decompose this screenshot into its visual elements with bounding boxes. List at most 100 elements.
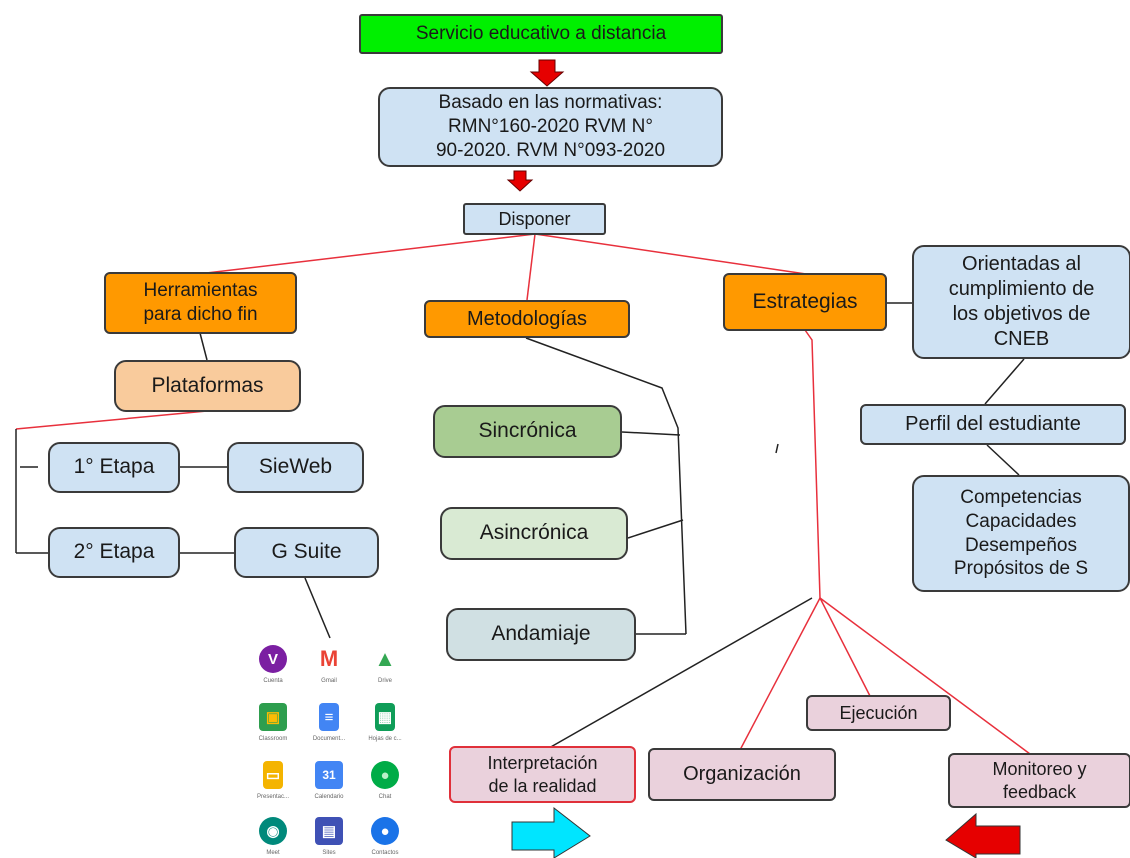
title-text: Servicio educativo a distancia xyxy=(415,23,667,45)
link-spine-ejecucion xyxy=(819,597,871,697)
app-docs[interactable]: ≡ Document... xyxy=(301,703,357,742)
sheets-icon: ▦ xyxy=(375,703,395,731)
etapa2-text: 2° Etapa xyxy=(73,540,155,564)
ejecucion-text: Ejecución xyxy=(839,702,918,723)
estrategias-box: Estrategias xyxy=(723,273,887,331)
asincronica-text: Asincrónica xyxy=(479,521,589,545)
competencias-line-1: Competencias xyxy=(960,487,1082,508)
chat-icon: ● xyxy=(371,761,399,789)
account-icon: V xyxy=(259,645,287,673)
meet-icon: ◉ xyxy=(259,817,287,845)
app-label: Document... xyxy=(312,736,346,742)
interpretacion-line-2: de la realidad xyxy=(488,775,597,796)
disponer-box: Disponer xyxy=(463,203,606,235)
gmail-icon: M xyxy=(315,645,343,673)
app-label: Presentac... xyxy=(256,794,289,800)
metodologias-text: Metodologías xyxy=(466,307,588,330)
app-label: Classroom xyxy=(258,736,288,742)
app-sheets[interactable]: ▦ Hojas de c... xyxy=(357,703,413,742)
andamiaje-text: Andamiaje xyxy=(491,622,591,646)
link-asincronica xyxy=(627,519,684,539)
link-metodologias-bracket xyxy=(525,337,687,635)
down-arrow-1 xyxy=(529,59,565,87)
competencias-line-4: Propósitos de S xyxy=(953,558,1089,580)
app-classroom[interactable]: ▣ Classroom xyxy=(245,703,301,742)
link-perfil-competencias xyxy=(986,444,1020,476)
gsuite-text: G Suite xyxy=(271,540,342,564)
ejecucion-box: Ejecución xyxy=(806,695,951,731)
competencias-line-3: Desempeños xyxy=(965,534,1077,556)
organizacion-box: Organización xyxy=(648,748,836,801)
herramientas-box: Herramientas para dicho fin xyxy=(104,272,297,334)
app-label: Cuenta xyxy=(263,678,283,684)
monitoreo-box: Monitoreo y feedback xyxy=(948,753,1130,808)
etapa2-box: 2° Etapa xyxy=(48,527,180,578)
plataformas-box: Plataformas xyxy=(114,360,301,412)
app-gmail[interactable]: M Gmail xyxy=(301,645,357,684)
etapa1-text: 1° Etapa xyxy=(73,455,155,479)
interpretacion-box: Interpretación de la realidad xyxy=(449,746,636,803)
normativas-line-2: RMN°160-2020 RVM N° xyxy=(448,116,653,138)
etapa1-box: 1° Etapa xyxy=(48,442,180,493)
perfil-box: Perfil del estudiante xyxy=(860,404,1126,445)
app-meet[interactable]: ◉ Meet xyxy=(245,817,301,856)
left-arrow-red xyxy=(945,812,1021,858)
orientadas-line-1: Orientadas al xyxy=(962,253,1081,275)
plataformas-text: Plataformas xyxy=(151,373,264,397)
disponer-text: Disponer xyxy=(498,208,571,229)
down-arrow-2 xyxy=(506,170,534,192)
link-orientadas-perfil xyxy=(984,358,1025,405)
link-spine-organizacion xyxy=(739,597,821,751)
calendar-icon: 31 xyxy=(315,761,343,789)
app-label: Contactos xyxy=(371,850,399,856)
app-label: Sites xyxy=(322,850,336,856)
perfil-text: Perfil del estudiante xyxy=(905,413,1081,435)
link-gsuite-apps xyxy=(304,577,331,639)
orientadas-line-2: cumplimiento de xyxy=(948,278,1095,300)
sincronica-text: Sincrónica xyxy=(478,419,577,443)
app-label: Drive xyxy=(377,678,392,684)
stray-mark xyxy=(775,443,779,454)
app-label: Hojas de c... xyxy=(368,736,402,742)
drive-icon: ▲ xyxy=(371,645,399,673)
monitoreo-line-2: feedback xyxy=(1002,781,1077,802)
link-spine-interpretacion xyxy=(548,597,813,749)
orientadas-line-4: CNEB xyxy=(993,328,1050,350)
app-label: Chat xyxy=(378,794,392,800)
app-cuenta[interactable]: V Cuenta xyxy=(245,645,301,684)
app-contacts[interactable]: ● Contactos xyxy=(357,817,413,856)
app-label: Calendario xyxy=(314,794,344,800)
contacts-icon: ● xyxy=(371,817,399,845)
normativas-box: Basado en las normativas: RMN°160-2020 R… xyxy=(378,87,723,167)
asincronica-box: Asincrónica xyxy=(440,507,628,560)
metodologias-box: Metodologías xyxy=(424,300,630,338)
orientadas-line-3: los objetivos de xyxy=(952,303,1091,325)
andamiaje-box: Andamiaje xyxy=(446,608,636,661)
app-calendar[interactable]: 31 Calendario xyxy=(301,761,357,800)
title-box: Servicio educativo a distancia xyxy=(359,14,723,54)
gsuite-box: G Suite xyxy=(234,527,379,578)
app-chat[interactable]: ● Chat xyxy=(357,761,413,800)
app-drive[interactable]: ▲ Drive xyxy=(357,645,413,684)
app-slides[interactable]: ▭ Presentac... xyxy=(245,761,301,800)
normativas-line-1: Basado en las normativas: xyxy=(438,92,663,114)
link-herramientas-plataformas xyxy=(199,332,208,361)
link-disponer-estrategias xyxy=(534,233,807,275)
link-plataformas-bracket xyxy=(15,410,208,430)
link-estrategias-spine xyxy=(804,329,821,599)
normativas-line-3: 90-2020. RVM N°093-2020 xyxy=(435,139,666,161)
sieweb-box: SieWeb xyxy=(227,442,364,493)
sites-icon: ▤ xyxy=(315,817,343,845)
estrategias-text: Estrategias xyxy=(752,289,858,313)
link-disponer-herramientas xyxy=(197,233,536,275)
app-sites[interactable]: ▤ Sites xyxy=(301,817,357,856)
app-label: Gmail xyxy=(321,678,337,684)
monitoreo-line-1: Monitoreo y xyxy=(992,759,1087,779)
right-arrow-cyan xyxy=(511,806,591,858)
link-spine-monitoreo xyxy=(819,597,1031,755)
orientadas-box: Orientadas al cumplimiento de los objeti… xyxy=(912,245,1130,359)
organizacion-text: Organización xyxy=(683,763,801,785)
herramientas-line-1: Herramientas xyxy=(143,280,258,302)
sincronica-box: Sincrónica xyxy=(433,405,622,458)
classroom-icon: ▣ xyxy=(259,703,287,731)
